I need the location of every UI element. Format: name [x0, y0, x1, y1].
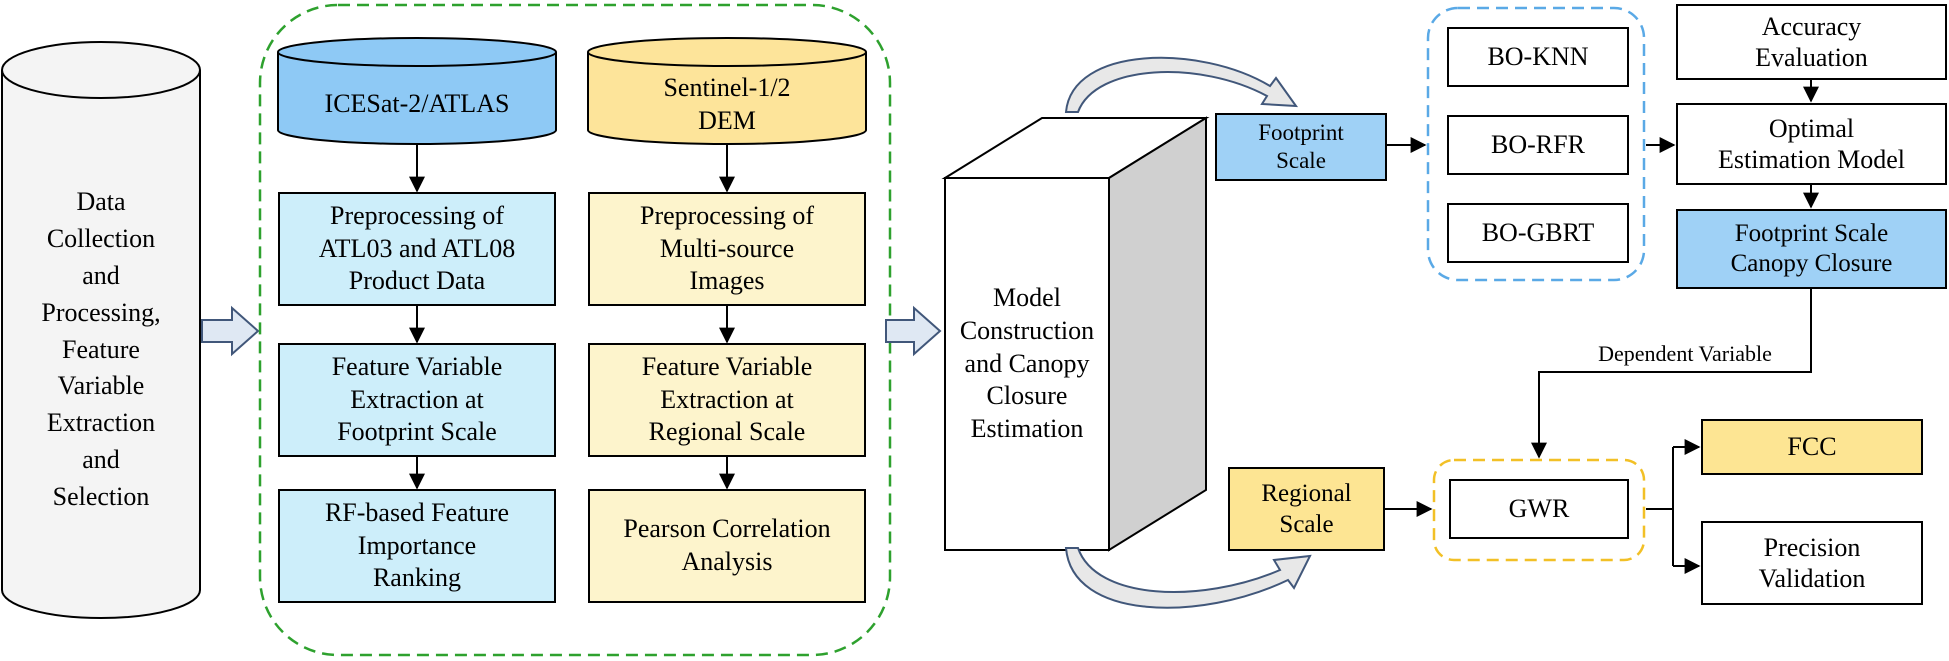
optimal-model-box — [1676, 103, 1947, 185]
connectors — [1384, 79, 1819, 574]
data-collection-label: Data Collection and Processing, Feature … — [41, 186, 161, 512]
icesat-step-box-3 — [278, 489, 556, 603]
block-arrow-to-model — [885, 305, 942, 357]
gwr-label: GWR — [1508, 493, 1570, 523]
gwr-box — [1449, 479, 1629, 539]
block-arrow-to-data-group — [201, 305, 260, 357]
bo-rfr-box — [1447, 115, 1629, 175]
footprint-canopy-closure-label: Footprint Scale Canopy Closure — [1730, 220, 1893, 277]
dependent-variable-label: Dependent Variable — [1598, 340, 1772, 366]
regional-scale-label: Regional Scale — [1261, 479, 1352, 539]
sentinel-step-3: Pearson Correlation Analysis — [623, 514, 831, 576]
sentinel-cylinder — [587, 37, 867, 145]
optimal-model-label: Optimal Estimation Model — [1717, 113, 1906, 174]
bo-knn-box — [1447, 27, 1629, 87]
accuracy-evaluation-box — [1676, 4, 1947, 80]
cylinder-top — [1, 41, 201, 99]
fcc-label: FCC — [1787, 431, 1837, 461]
icesat-step-1: Preprocessing of ATL03 and ATL08 Product… — [318, 200, 516, 296]
fcc-box — [1701, 419, 1923, 475]
model-3d-box — [941, 116, 1210, 552]
data-collection-cylinder — [0, 41, 201, 619]
curved-arrow-to-footprint — [1064, 56, 1299, 113]
icesat-cylinder — [277, 37, 557, 145]
curved-arrow-to-regional — [1064, 547, 1312, 609]
model-box-label: Model Construction and Canopy Closure Es… — [959, 283, 1095, 444]
icesat-step-3: RF-based Feature Importance Ranking — [324, 497, 510, 593]
bo-models-group — [1426, 6, 1646, 282]
precision-validation-box — [1701, 521, 1923, 605]
accuracy-evaluation-label: Accuracy Evaluation — [1755, 11, 1868, 72]
sentinel-step-1: Preprocessing of Multi-source Images — [639, 200, 814, 296]
bo-gbrt-box — [1447, 203, 1629, 263]
footprint-scale-box — [1215, 113, 1387, 181]
step-arrows — [409, 144, 735, 490]
sentinel-step-box-1 — [588, 192, 866, 306]
precision-validation-label: Precision Validation — [1758, 532, 1866, 593]
sentinel-step-2: Feature Variable Extraction at Regional … — [641, 351, 813, 447]
sentinel-title: Sentinel-1/2 DEM — [663, 73, 791, 135]
icesat-step-2: Feature Variable Extraction at Footprint… — [331, 351, 503, 447]
gwr-group — [1432, 458, 1646, 562]
footprint-canopy-closure-box — [1676, 209, 1947, 289]
bo-gbrt-label: BO-GBRT — [1481, 217, 1595, 247]
footprint-scale-label: Footprint Scale — [1258, 120, 1344, 173]
bo-rfr-label: BO-RFR — [1491, 129, 1585, 159]
sentinel-step-box-2 — [588, 343, 866, 457]
icesat-title: ICESat-2/ATLAS — [324, 88, 510, 118]
cylinder-body — [0, 70, 201, 619]
bo-knn-label: BO-KNN — [1487, 41, 1589, 71]
sentinel-step-box-3 — [588, 489, 866, 603]
